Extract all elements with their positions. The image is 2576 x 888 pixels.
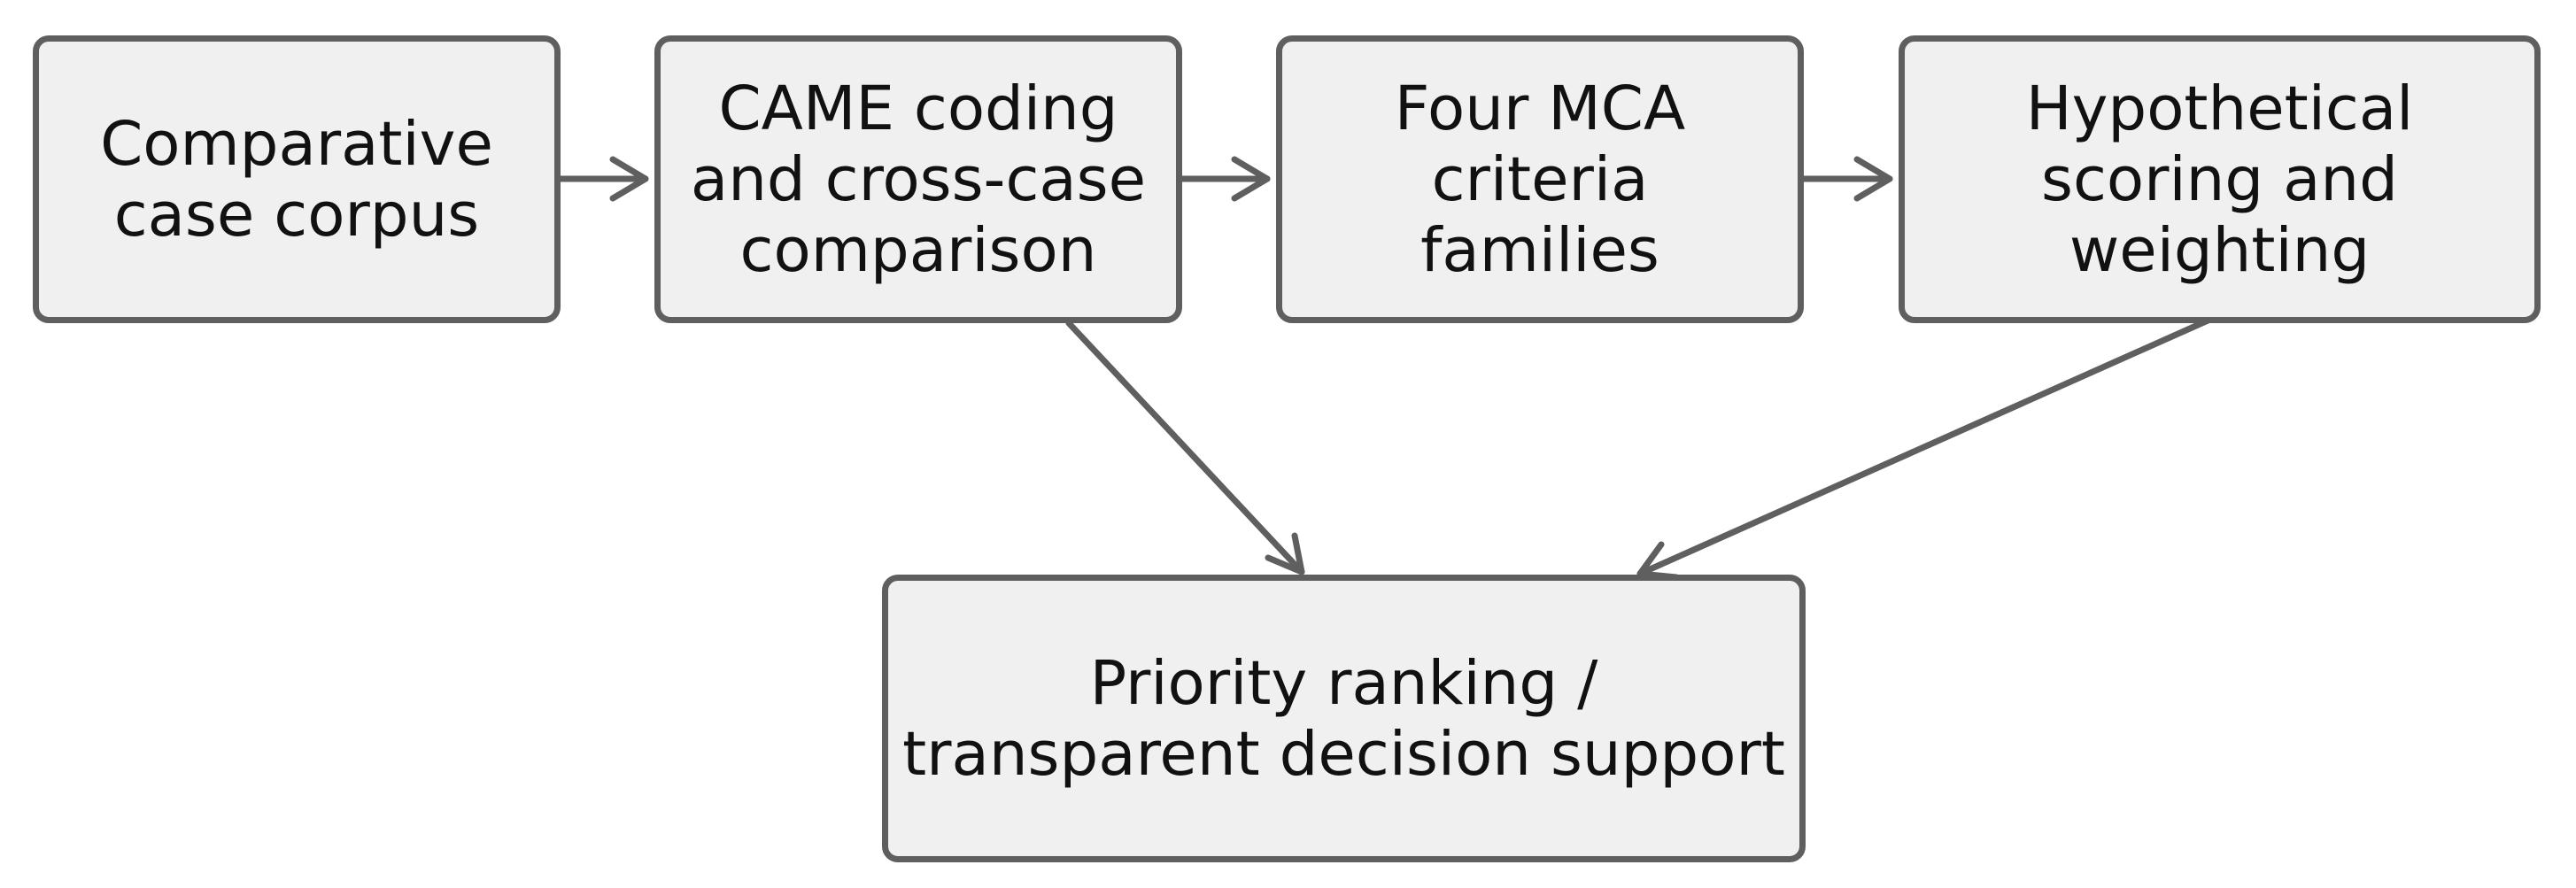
- node-label-line: Priority ranking /: [1089, 647, 1598, 719]
- arrow-scoring-to-priority: [1636, 314, 2217, 581]
- node-comparative-case-corpus: Comparative case corpus: [33, 35, 561, 323]
- node-label-line: case corpus: [113, 179, 480, 251]
- node-priority-ranking: Priority ranking / transparent decision …: [882, 575, 1806, 862]
- node-label-line: Hypothetical: [2025, 73, 2414, 144]
- node-label-line: families: [1420, 214, 1659, 286]
- node-label-line: transparent decision support: [902, 718, 1785, 790]
- node-label-line: and cross-case: [690, 143, 1147, 215]
- arrow-came-to-mca: [1179, 156, 1271, 202]
- node-four-mca-criteria-families: Four MCA criteria families: [1276, 35, 1804, 323]
- node-label-line: Comparative: [100, 108, 493, 180]
- node-label-line: Four MCA: [1394, 73, 1686, 144]
- arrow-corpus-to-came: [557, 156, 649, 202]
- node-hypothetical-scoring-weighting: Hypothetical scoring and weighting: [1899, 35, 2541, 323]
- arrow-mca-to-scoring: [1800, 156, 1893, 202]
- arrow-came-to-priority: [1065, 320, 1305, 575]
- node-label-line: scoring and: [2041, 143, 2398, 215]
- node-label-line: CAME coding: [718, 73, 1118, 144]
- node-label-line: comparison: [739, 214, 1097, 286]
- node-label-line: weighting: [2069, 214, 2371, 286]
- node-label-line: criteria: [1431, 143, 1649, 215]
- node-came-coding: CAME coding and cross-case comparison: [654, 35, 1182, 323]
